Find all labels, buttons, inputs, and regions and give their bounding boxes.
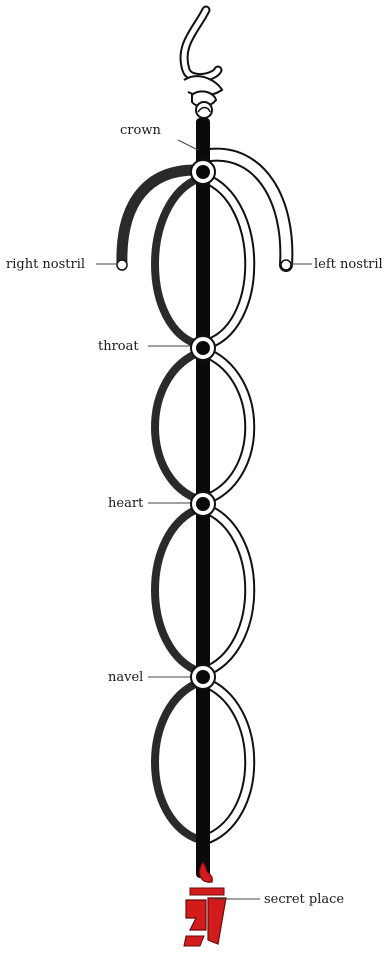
label-crown: crown (120, 123, 161, 138)
label-navel: navel (108, 670, 143, 685)
label-right-nostril: right nostril (6, 257, 85, 272)
left-nostril-end (281, 260, 291, 270)
label-throat: throat (98, 339, 139, 354)
white-syllable-ham-icon (184, 10, 222, 118)
red-syllable-a-icon (184, 862, 226, 946)
crown-leader (178, 140, 198, 150)
right-nostril-end (117, 260, 127, 270)
label-secret-place: secret place (264, 892, 344, 907)
label-left-nostril: left nostril (314, 257, 383, 272)
label-heart: heart (108, 496, 144, 511)
